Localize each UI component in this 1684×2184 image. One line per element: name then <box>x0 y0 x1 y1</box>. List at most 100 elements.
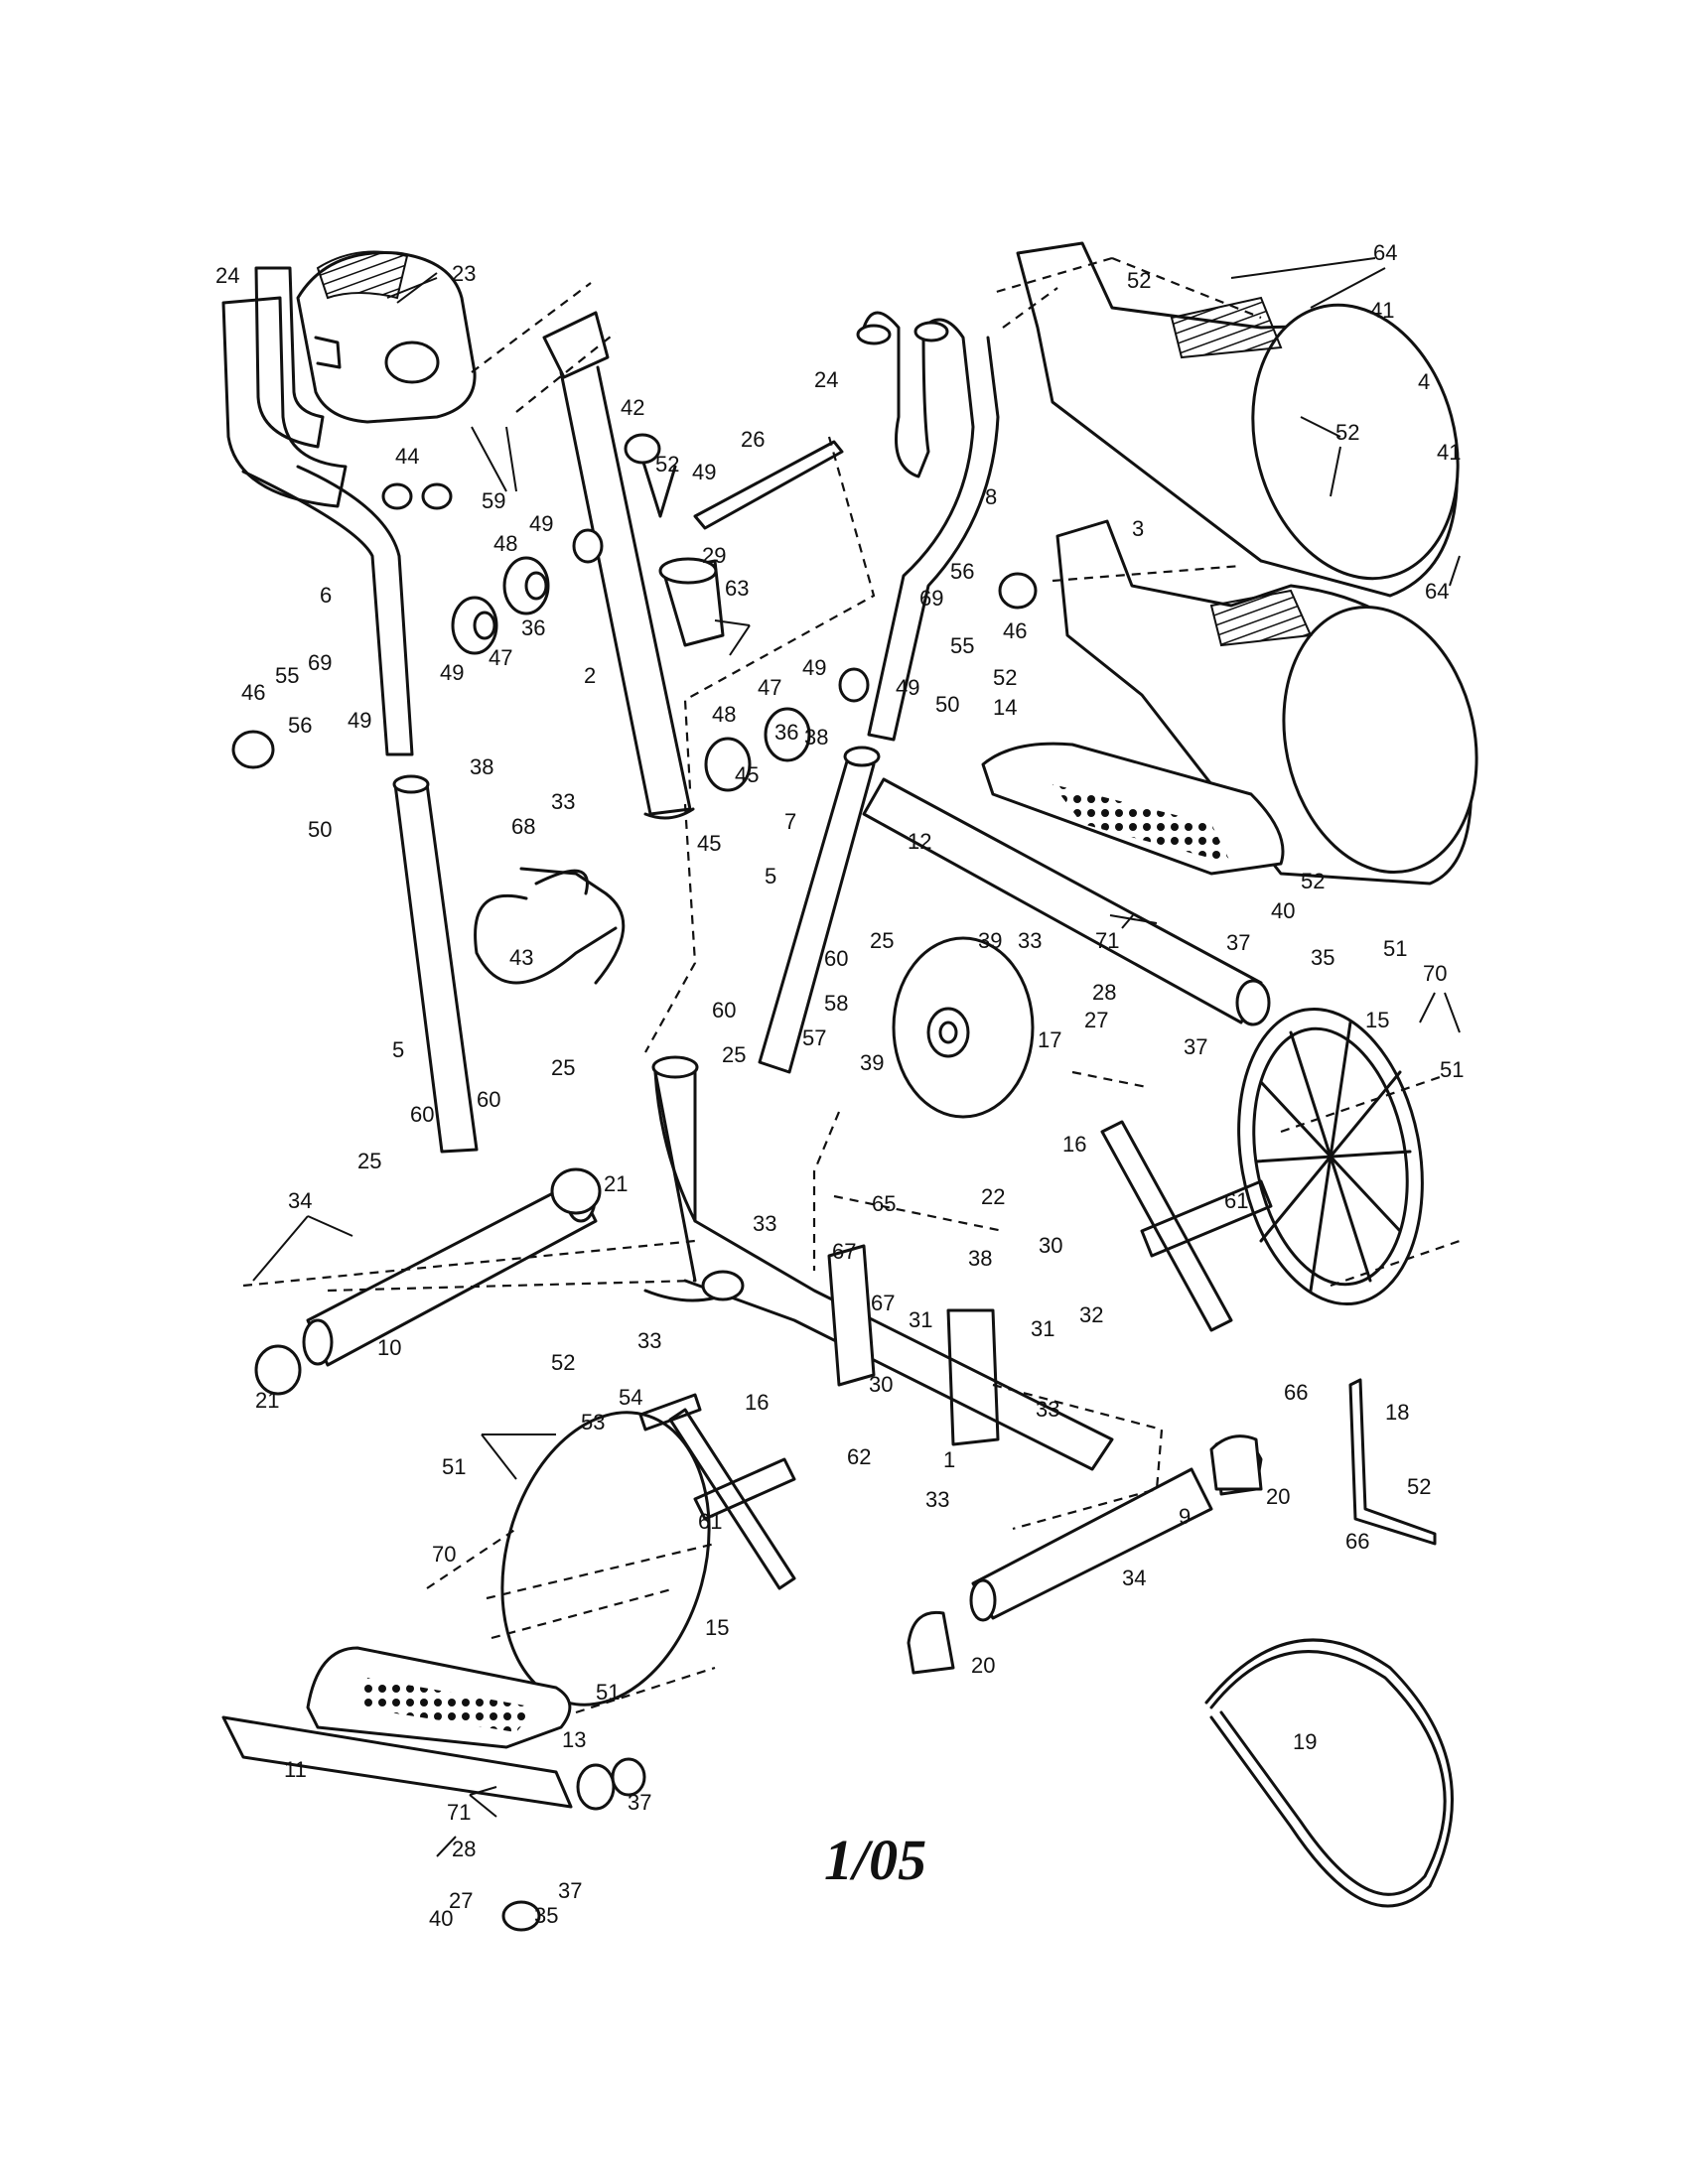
callout-9: 9 <box>1179 1504 1191 1529</box>
callout-24-right: 24 <box>814 367 838 392</box>
callout-52-a: 52 <box>1127 268 1151 293</box>
callout-18: 18 <box>1385 1400 1409 1425</box>
callout-49-b: 49 <box>692 460 716 484</box>
callout-52-d: 52 <box>993 665 1017 690</box>
callout-39-top: 39 <box>978 928 1002 953</box>
callout-11: 11 <box>284 1757 307 1782</box>
callout-64-top: 64 <box>1373 240 1397 265</box>
callout-25-b: 25 <box>722 1042 746 1067</box>
right-pedal <box>862 742 1285 1026</box>
callout-25-c: 25 <box>551 1055 575 1080</box>
callout-52-g: 52 <box>1407 1474 1431 1499</box>
callout-40-left: 40 <box>429 1906 453 1931</box>
callout-10: 10 <box>377 1335 401 1360</box>
callout-41-bottom: 41 <box>1437 440 1461 465</box>
callout-52-e: 52 <box>1301 869 1325 893</box>
callout-16-left: 16 <box>745 1390 769 1415</box>
callout-66-bottom: 66 <box>1345 1529 1369 1554</box>
callout-60-a: 60 <box>824 946 848 971</box>
end-caps <box>1209 1434 1263 1491</box>
callout-16-right: 16 <box>1062 1132 1086 1157</box>
callout-3: 3 <box>1132 516 1144 541</box>
callout-71-left: 71 <box>447 1800 471 1825</box>
callout-33-c: 33 <box>753 1211 776 1236</box>
callout-70-left: 70 <box>432 1542 456 1567</box>
callout-47-right: 47 <box>758 675 781 700</box>
callout-48-right: 48 <box>712 702 736 727</box>
callout-28-right: 28 <box>1092 980 1116 1005</box>
callout-21-bottom: 21 <box>255 1388 279 1413</box>
callout-21-top: 21 <box>604 1171 628 1196</box>
callout-33-e: 33 <box>1036 1397 1059 1422</box>
callout-33-a: 33 <box>551 789 575 814</box>
callout-37-a: 37 <box>1226 930 1250 955</box>
callout-50-right: 50 <box>935 692 959 717</box>
callout-62: 62 <box>847 1444 871 1469</box>
callout-51-b: 51 <box>1440 1057 1464 1082</box>
callout-52-c: 52 <box>655 452 679 477</box>
left-handlebar <box>221 266 414 756</box>
right-crank-arm <box>1100 1120 1273 1332</box>
callout-24-left: 24 <box>215 263 239 288</box>
callout-46-right: 46 <box>1003 618 1027 643</box>
callout-52-b: 52 <box>1335 420 1359 445</box>
callout-49-f: 49 <box>896 675 919 700</box>
callout-33-f: 33 <box>925 1487 949 1512</box>
callout-50-left: 50 <box>308 817 332 842</box>
callout-38-c: 38 <box>968 1246 992 1271</box>
left-shroud <box>1016 241 1460 598</box>
callout-58: 58 <box>824 991 848 1016</box>
right-handlebar <box>856 311 1000 742</box>
flywheel <box>892 936 1035 1119</box>
callout-12: 12 <box>908 829 931 854</box>
callout-51-d: 51 <box>596 1680 620 1705</box>
callout-55-left: 55 <box>275 663 299 688</box>
crank-pulley <box>1237 1007 1424 1306</box>
callout-49-c: 49 <box>440 660 464 685</box>
callout-65: 65 <box>872 1191 896 1216</box>
callout-19: 19 <box>1293 1729 1317 1754</box>
callout-20-right: 20 <box>1266 1484 1290 1509</box>
callout-23: 23 <box>452 261 476 286</box>
assembly-guides <box>242 256 1461 1714</box>
callout-7: 7 <box>784 809 796 834</box>
callout-25-a: 25 <box>870 928 894 953</box>
callout-55-right: 55 <box>950 633 974 658</box>
callout-45-top: 45 <box>735 762 759 787</box>
callout-29: 29 <box>702 543 726 568</box>
callout-60-d: 60 <box>410 1102 434 1127</box>
callout-26: 26 <box>741 427 765 452</box>
callout-45-bottom: 45 <box>697 831 721 856</box>
callout-37-d: 37 <box>558 1878 582 1903</box>
callout-60-c: 60 <box>477 1087 500 1112</box>
callout-38-left: 38 <box>470 754 493 779</box>
callout-15-right: 15 <box>1365 1008 1389 1032</box>
left-pedal-arm <box>392 774 479 1154</box>
callout-59: 59 <box>482 488 505 513</box>
callout-33-b: 33 <box>1018 928 1042 953</box>
callout-34-left: 34 <box>288 1188 312 1213</box>
console-part <box>296 250 477 424</box>
callout-67-bottom: 67 <box>871 1291 895 1315</box>
callout-36-left: 36 <box>521 615 545 640</box>
drive-belt <box>1204 1638 1454 1908</box>
left-crank-arm <box>638 1393 796 1590</box>
callout-54: 54 <box>619 1385 642 1410</box>
callout-37-c: 37 <box>628 1790 651 1815</box>
callout-69-left: 69 <box>308 650 332 675</box>
callout-31-left: 31 <box>909 1307 932 1332</box>
callout-57: 57 <box>802 1025 826 1050</box>
callout-4: 4 <box>1418 369 1430 394</box>
callout-15-left: 15 <box>705 1615 729 1640</box>
callout-33-d: 33 <box>637 1328 661 1353</box>
crossbar-rod <box>693 440 844 530</box>
callout-40-right: 40 <box>1271 898 1295 923</box>
callout-68: 68 <box>511 814 535 839</box>
callout-51-a: 51 <box>1383 936 1407 961</box>
right-shroud <box>1055 519 1478 886</box>
callout-30-right: 30 <box>1039 1233 1062 1258</box>
front-stabilizer <box>254 1167 602 1396</box>
callout-2: 2 <box>584 663 596 688</box>
callout-56-right: 56 <box>950 559 974 584</box>
